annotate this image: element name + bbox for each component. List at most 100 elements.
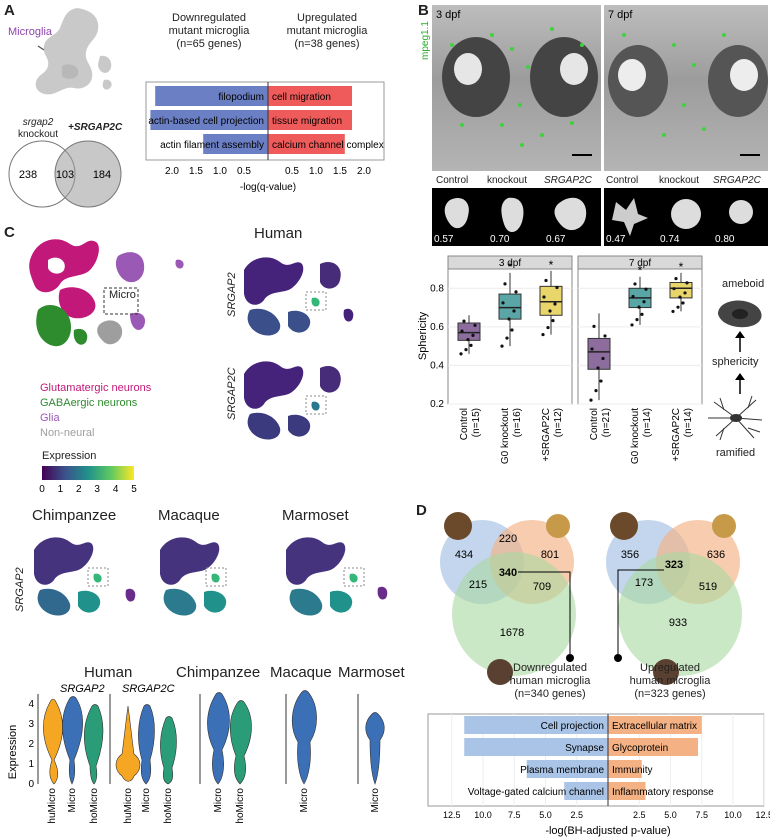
point <box>471 333 475 337</box>
tick-a: 1.5 <box>189 166 203 177</box>
violin-gene-srgap2: SRGAP2 <box>60 683 105 695</box>
xlabel-b: G0 knockout <box>500 408 511 464</box>
zebrafish-eyes-3dpf <box>442 27 598 156</box>
point <box>459 352 463 356</box>
sphericity-boxplot: 3 dpf 7 dpf **** 0.80.60.40.2 Sphericity… <box>417 255 703 464</box>
up-bar-a <box>268 134 345 154</box>
human-gene-2: SRGAP2C <box>226 367 238 420</box>
point <box>501 301 505 305</box>
tick-d: 7.5 <box>508 810 521 820</box>
cell-type-legend: Glutamatergic neurons GABAergic neurons … <box>40 381 151 441</box>
up-bar-label-d: Glycoprotein <box>612 743 668 754</box>
violin-xlabel: hoMicro <box>89 788 100 824</box>
up-bar-label-d: Immunity <box>612 765 653 776</box>
down-bar-d <box>464 716 608 734</box>
violin-ytick: 0 <box>28 779 34 790</box>
point <box>553 302 557 306</box>
ameboid-label: ameboid <box>722 278 765 290</box>
up-bar-a <box>268 110 352 130</box>
point <box>544 278 548 283</box>
up-bar-label-a: calcium channel complex <box>272 140 384 151</box>
up-bar-d <box>608 760 642 778</box>
svg-text:434: 434 <box>455 549 473 561</box>
violin-xlabel: huMicro <box>123 788 134 824</box>
cond-label-2: knockout <box>487 175 528 186</box>
legend-gabaergic: GABAergic neurons <box>40 397 138 409</box>
xlabel-b: +SRGAP2C <box>541 408 552 462</box>
down-bar-label-d: Synapse <box>565 743 604 754</box>
colorbar-tick: 0 <box>39 484 45 495</box>
up-bar-d <box>608 716 702 734</box>
ytick-b: 0.4 <box>430 360 444 371</box>
violin-xlabel: huMicro <box>47 788 58 824</box>
box <box>498 293 522 320</box>
svg-text:801: 801 <box>541 549 559 561</box>
cond-label-5: knockout <box>659 175 700 186</box>
point <box>512 309 516 313</box>
marmoset-icon-2 <box>653 659 679 685</box>
venn-d-down: 434 220 801 215 340 709 1678 <box>440 512 576 685</box>
venn-a-overlap: 103 <box>56 169 74 181</box>
expression-legend-title: Expression <box>42 450 97 462</box>
micro-box-label: Micro <box>108 289 137 301</box>
xlabel-b: G0 knockout <box>630 408 641 464</box>
image-label-3dpf: 3 dpf <box>436 9 461 21</box>
point <box>473 323 477 327</box>
venn-a-right: 184 <box>93 169 111 181</box>
violin-title-chimpanzee: Chimpanzee <box>176 664 261 681</box>
violin-xlabel: Micro <box>141 788 152 813</box>
up-bar-label-a: tissue migration <box>272 116 342 127</box>
point <box>507 317 511 321</box>
point <box>590 347 594 351</box>
violin-ytick: 2 <box>28 739 34 750</box>
violin-xlabel: hoMicro <box>163 788 174 824</box>
colorbar-tick: 1 <box>58 484 64 495</box>
zebrafish-image-7dpf: 7 dpf <box>604 5 768 171</box>
significance-star: * <box>508 260 513 274</box>
down-bar-a <box>155 86 268 106</box>
svg-text:636: 636 <box>707 549 725 561</box>
up-bar-label-d: Extracellular matrix <box>612 721 697 732</box>
point <box>685 281 689 285</box>
image-label-7dpf: 7 dpf <box>608 9 633 21</box>
xlabel-n-b: (n=14) <box>683 408 694 437</box>
chimpanzee-icon-2 <box>610 512 638 540</box>
ameboid-cell-icon <box>718 300 762 328</box>
down-bar-a <box>150 110 268 130</box>
tick-d: 7.5 <box>695 810 708 820</box>
point <box>548 309 552 313</box>
violin-title-macaque: Macaque <box>270 664 332 681</box>
xlabel-n-b: (n=16) <box>512 408 523 437</box>
arrow-up-icon-2 <box>735 373 745 394</box>
up-bar-a <box>268 86 352 106</box>
down-bar-d <box>464 738 608 756</box>
box <box>587 337 611 370</box>
up-bar-d <box>608 782 646 800</box>
point <box>469 343 473 347</box>
box <box>539 285 563 316</box>
colorbar-tick: 2 <box>76 484 82 495</box>
macaque-umap <box>160 537 227 616</box>
down-bar-label-d: Cell projection <box>541 721 604 732</box>
ramified-label: ramified <box>716 447 756 459</box>
down-bar-label-a: actin-based cell projection <box>148 116 264 127</box>
tick-d: 12.5 <box>755 810 770 820</box>
microglia-label: Microglia <box>8 26 53 38</box>
down-bar-label-d: Voltage-gated calcium channel <box>468 787 604 798</box>
down-bar-label-d: Plasma membrane <box>520 765 604 776</box>
point <box>555 285 559 290</box>
marmoset-umap <box>286 537 388 616</box>
cell-image-2: 0.70 <box>488 188 544 246</box>
species-gene-label: SRGAP2 <box>14 567 26 612</box>
human-title: Human <box>254 225 303 242</box>
cond-label-3: SRGAP2C <box>544 175 592 186</box>
species-title-macaque: Macaque <box>158 507 220 524</box>
svg-text:519: 519 <box>699 581 717 593</box>
xlabel-n-b: (n=14) <box>642 408 653 437</box>
